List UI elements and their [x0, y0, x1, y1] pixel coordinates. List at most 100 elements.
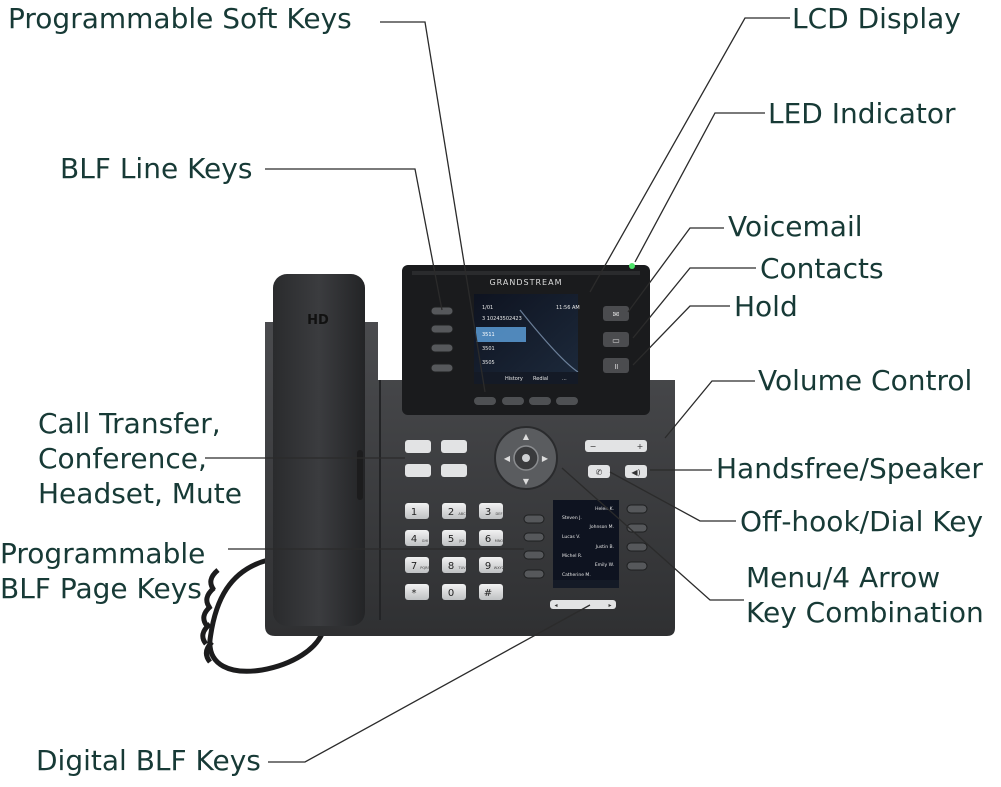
volume-speaker-keys: − + ✆ ◀)	[585, 440, 647, 478]
keypad-key-letters: DEF	[496, 512, 503, 516]
label-volume-control: Volume Control	[758, 364, 973, 397]
label-digital-blf-keys: Digital BLF Keys	[36, 744, 261, 777]
svg-text:Redial: Redial	[533, 376, 548, 382]
label-led-indicator: LED Indicator	[768, 97, 956, 130]
leader-blf-line-keys	[265, 168, 443, 311]
leader-led-indicator	[634, 112, 765, 263]
label-voicemail: Voicemail	[728, 210, 863, 243]
svg-text:◂: ◂	[554, 602, 557, 609]
function-keys	[405, 440, 467, 477]
svg-text:3501: 3501	[482, 346, 495, 352]
svg-text:1/01: 1/01	[482, 305, 493, 311]
blf-line-keys	[430, 306, 454, 373]
keypad-key	[405, 557, 429, 573]
keypad-key-letters: GHI	[422, 539, 428, 543]
svg-text:...: ...	[562, 376, 567, 382]
svg-text:◀): ◀)	[631, 468, 640, 477]
keypad-key-label: 7	[411, 561, 417, 572]
svg-text:Emily W.: Emily W.	[595, 562, 614, 568]
leader-volume-control	[664, 380, 755, 439]
svg-text:॥: ॥	[614, 362, 619, 371]
keypad-key-label: 1	[411, 507, 417, 518]
digital-blf-screen: Helen K. Steven J. Johnson M. Lucas V. J…	[553, 500, 619, 588]
label-call-transfer: Call Transfer, Conference, Headset, Mute	[38, 407, 242, 510]
keypad-key	[442, 503, 466, 519]
keypad-key	[405, 503, 429, 519]
leader-menu-arrows	[561, 467, 744, 601]
leader-hold	[632, 305, 730, 366]
svg-text:Catherine M.: Catherine M.	[562, 572, 591, 578]
label-handsfree-speaker: Handsfree/Speaker	[716, 452, 983, 485]
keypad-key-letters: JKL	[458, 539, 464, 543]
svg-text:Steven J.: Steven J.	[562, 515, 582, 521]
keypad-key-label: 8	[448, 561, 454, 572]
label-off-hook-dial-key: Off-hook/Dial Key	[740, 505, 984, 538]
svg-text:−: −	[590, 442, 597, 451]
lcd-display: GRANDSTREAM 1/01 3 10243502423 3511 3501…	[402, 263, 650, 415]
svg-text:Michel R.: Michel R.	[562, 553, 582, 559]
svg-text:Justin B.: Justin B.	[595, 544, 614, 550]
blf-page-keys	[523, 504, 648, 579]
keypad-key-letters: MNO	[495, 539, 504, 543]
svg-text:▶: ▶	[542, 454, 549, 463]
keypad-key-letters: PQRS	[420, 566, 430, 570]
svg-text:GRANDSTREAM: GRANDSTREAM	[489, 278, 562, 287]
svg-text:History: History	[505, 376, 523, 382]
nav-cluster: ▲ ▼ ◀ ▶	[494, 426, 558, 490]
keypad-key-label: 9	[485, 561, 491, 572]
keypad-key-label: 5	[448, 534, 454, 545]
svg-text:HD: HD	[307, 313, 329, 328]
handset: HD	[273, 274, 365, 626]
svg-text:▸: ▸	[608, 602, 611, 609]
label-lcd-display: LCD Display	[792, 2, 961, 35]
keypad-key-label: 3	[485, 507, 491, 518]
svg-text:▼: ▼	[523, 477, 530, 486]
svg-text:▭: ▭	[612, 336, 620, 345]
led-indicator-dot	[629, 263, 635, 269]
label-programmable-soft-keys: Programmable Soft Keys	[8, 2, 352, 35]
keypad-key	[405, 530, 429, 546]
svg-text:3505: 3505	[482, 360, 495, 366]
svg-text:3 10243502423: 3 10243502423	[482, 316, 522, 322]
soft-keys	[474, 397, 578, 405]
svg-text:✉: ✉	[613, 310, 620, 319]
keypad-key-label: #	[484, 588, 492, 599]
label-contacts: Contacts	[760, 252, 884, 285]
leader-digital-blf	[268, 604, 591, 763]
leader-lcd-display	[589, 17, 790, 293]
keypad-key-label: *	[412, 588, 417, 599]
svg-text:Helen K.: Helen K.	[595, 506, 614, 512]
label-menu-arrow-keys: Menu/4 Arrow Key Combination	[746, 561, 984, 629]
keypad-key-letters: WXYZ	[494, 566, 505, 570]
leader-soft-keys	[380, 21, 486, 393]
keypad-key	[405, 584, 429, 600]
keypad-key-label: 6	[485, 534, 491, 545]
keypad-key-label: 2	[448, 507, 454, 518]
coiled-cord	[200, 557, 328, 674]
keypad-key-label: 4	[411, 534, 417, 545]
leader-voicemail	[627, 227, 724, 313]
label-hold: Hold	[734, 290, 798, 323]
svg-text:3511: 3511	[482, 332, 495, 338]
screen-right-keys: ✉ ▭ ॥	[603, 306, 629, 373]
blf-page-slider: ◂ ▸	[550, 600, 616, 609]
svg-text:+: +	[637, 442, 644, 451]
label-blf-line-keys: BLF Line Keys	[60, 152, 253, 185]
keypad-key	[479, 557, 503, 573]
svg-text:Johnson M.: Johnson M.	[589, 524, 614, 530]
label-programmable-blf-page-keys: Programmable BLF Page Keys	[0, 537, 206, 605]
keypad-key	[442, 584, 466, 600]
svg-text:✆: ✆	[596, 468, 603, 477]
leader-lines	[205, 17, 790, 763]
keypad-key	[479, 584, 503, 600]
keypad-key	[442, 530, 466, 546]
keypad-key-letters: ABC	[458, 512, 466, 516]
svg-text:◀: ◀	[504, 454, 511, 463]
svg-text:▲: ▲	[523, 432, 530, 441]
leader-contacts	[632, 267, 756, 339]
keypad-key-letters: TUV	[457, 566, 466, 570]
keypad-key	[479, 530, 503, 546]
keypad-key	[479, 503, 503, 519]
